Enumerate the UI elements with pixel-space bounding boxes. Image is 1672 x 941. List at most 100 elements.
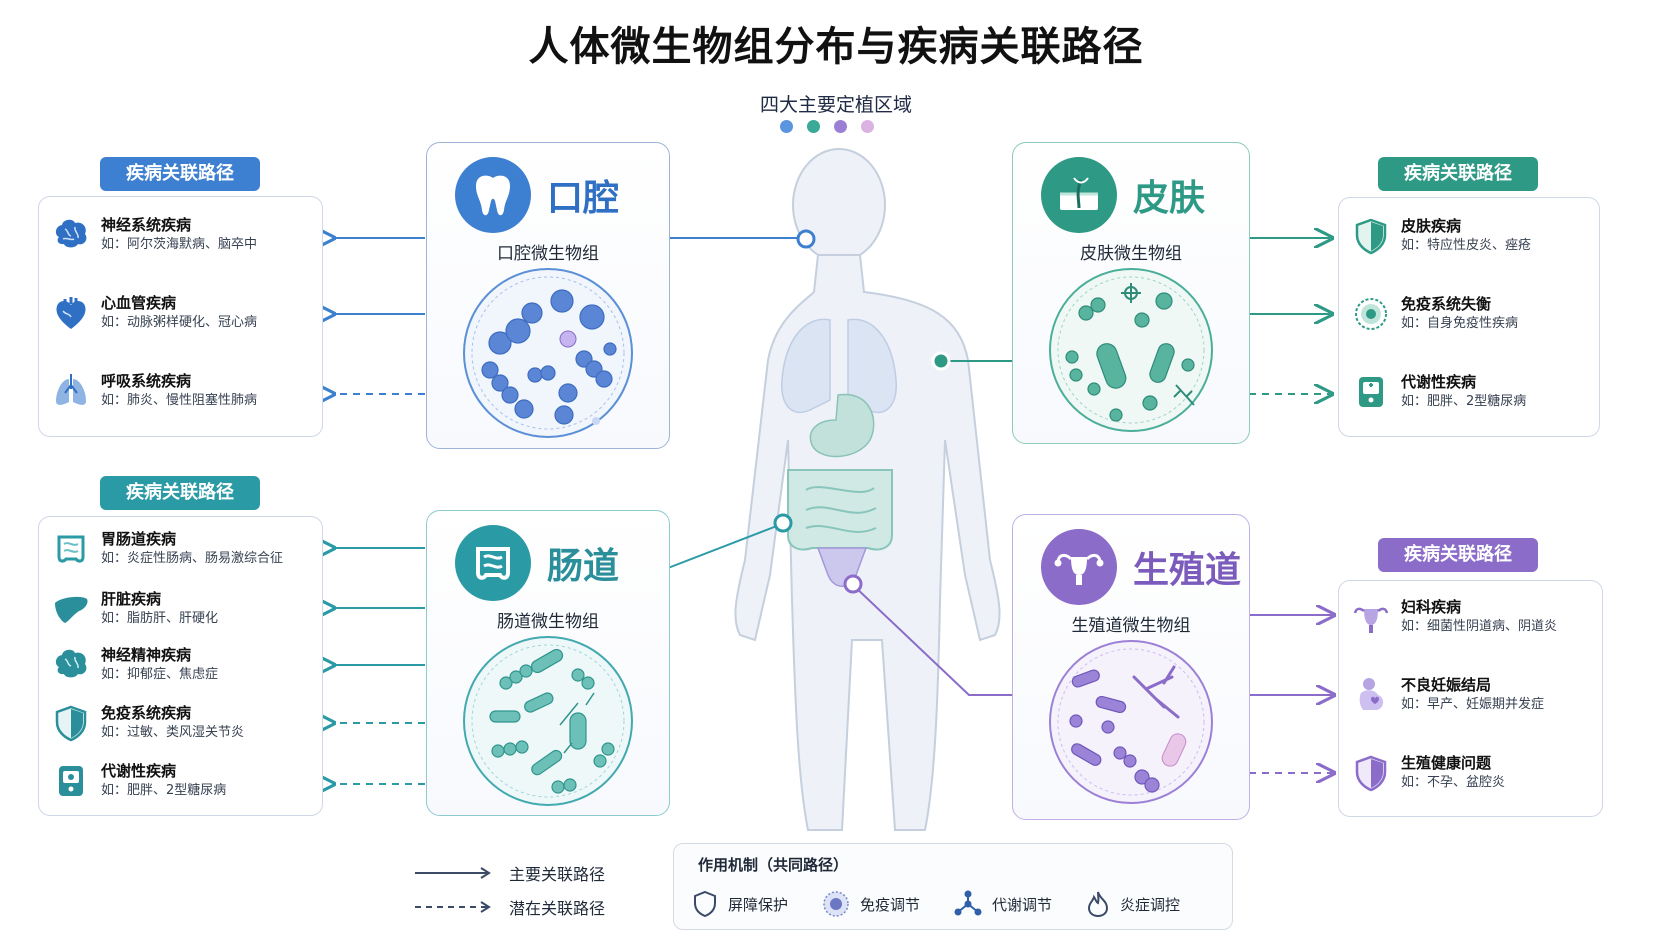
- repro-disease-panel: 妇科疾病如：细菌性阴道病、阴道炎 不良妊娠结局如：早产、妊娠期并发症 生殖健康问…: [1338, 580, 1603, 817]
- disease-name: 胃肠道疾病: [101, 530, 177, 548]
- badge-skin-paths: 疾病关联路径: [1378, 157, 1538, 191]
- disease-name: 妇科疾病: [1401, 598, 1462, 616]
- disease-example: 如：细菌性阴道病、阴道炎: [1401, 619, 1558, 634]
- page-subtitle: 四大主要定植区域: [759, 94, 912, 116]
- disease-item[interactable]: 神经精神疾病如：抑郁症、焦虑症: [51, 645, 218, 685]
- site-subtitle: 生殖道微生物组: [1071, 616, 1191, 636]
- site-subtitle: 口腔微生物组: [497, 244, 599, 264]
- mechanism-item: 代谢调节: [954, 890, 1052, 918]
- mechanism-label: 炎症调控: [1120, 895, 1181, 914]
- shield-icon: [1351, 216, 1391, 256]
- mechanism-label: 屏障保护: [728, 895, 789, 914]
- disease-item[interactable]: 代谢性疾病如：肥胖、2型糖尿病: [51, 761, 226, 801]
- disease-item[interactable]: 免疫系统失衡如：自身免疫性疾病: [1351, 294, 1518, 334]
- disease-example: 如：肺炎、慢性阻塞性肺病: [101, 393, 258, 408]
- dot-repro: [834, 120, 847, 133]
- human-body-figure: [734, 148, 1001, 831]
- disease-example: 如：炎症性肠病、肠易激综合征: [101, 551, 284, 566]
- organs: [781, 318, 897, 587]
- disease-name: 免疫系统疾病: [101, 704, 192, 722]
- badge-gut-paths: 疾病关联路径: [100, 476, 260, 510]
- disease-name: 呼吸系统疾病: [101, 372, 192, 390]
- site-card-reproductive[interactable]: 生殖道 生殖道微生物组: [1012, 514, 1250, 820]
- disease-name: 皮肤疾病: [1401, 217, 1462, 235]
- disease-item[interactable]: 神经系统疾病如：阿尔茨海默病、脑卒中: [51, 215, 257, 255]
- dot-oral: [780, 120, 793, 133]
- disease-item[interactable]: 皮肤疾病如：特应性皮炎、痤疮: [1351, 216, 1531, 256]
- gut-microbe-dish: [463, 636, 633, 806]
- disease-name: 肝脏疾病: [101, 590, 162, 608]
- disease-example: 如：过敏、类风湿关节炎: [101, 725, 245, 740]
- oral-microbe-dish: [463, 268, 633, 438]
- disease-item[interactable]: 肝脏疾病如：脂肪肝、肝硬化: [51, 589, 218, 629]
- site-name: 口腔: [547, 178, 620, 219]
- disease-item[interactable]: 胃肠道疾病如：炎症性肠病、肠易激综合征: [51, 529, 283, 569]
- page-title: 人体微生物组分布与疾病关联路径: [528, 24, 1144, 70]
- disease-name: 生殖健康问题: [1401, 754, 1492, 772]
- disease-example: 如：肥胖、2型糖尿病: [1401, 394, 1527, 409]
- mechanism-item: 免疫调节: [822, 890, 920, 918]
- skin-microbe-dish: [1049, 268, 1213, 432]
- gut-disease-panel: 胃肠道疾病如：炎症性肠病、肠易激综合征 肝脏疾病如：脂肪肝、肝硬化 神经精神疾病…: [38, 516, 323, 816]
- disease-item[interactable]: 生殖健康问题如：不孕、盆腔炎: [1351, 753, 1505, 793]
- skin-disease-panel: 皮肤疾病如：特应性皮炎、痤疮 免疫系统失衡如：自身免疫性疾病 代谢性疾病如：肥胖…: [1338, 197, 1600, 437]
- dot-gut: [861, 120, 874, 133]
- flame-icon: [1088, 891, 1109, 918]
- shield-icon: [1351, 753, 1391, 793]
- mechanism-item: 屏障保护: [692, 890, 788, 918]
- uterus-icon: [1041, 529, 1117, 605]
- legend: 主要关联路径 潜在关联路径: [413, 856, 605, 924]
- site-subtitle: 皮肤微生物组: [1080, 244, 1182, 264]
- disease-name: 不良妊娠结局: [1401, 676, 1492, 694]
- site-card-skin[interactable]: 皮肤 皮肤微生物组: [1012, 142, 1250, 444]
- region-dots: [780, 120, 874, 133]
- solid-arrow-icon: [415, 867, 491, 879]
- immune-cell-icon: [823, 891, 849, 917]
- site-card-gut[interactable]: 肠道 肠道微生物组: [426, 510, 670, 816]
- disease-example: 如：脂肪肝、肝硬化: [101, 611, 219, 626]
- disease-item[interactable]: 妇科疾病如：细菌性阴道病、阴道炎: [1351, 597, 1557, 637]
- disease-name: 心血管疾病: [101, 294, 177, 312]
- site-card-oral[interactable]: 口腔 口腔微生物组: [426, 142, 670, 449]
- legend-potential-label: 潜在关联路径: [509, 899, 606, 918]
- disease-example: 如：肥胖、2型糖尿病: [101, 783, 227, 798]
- disease-example: 如：特应性皮炎、痤疮: [1401, 238, 1532, 253]
- disease-item[interactable]: 呼吸系统疾病如：肺炎、慢性阻塞性肺病: [51, 371, 257, 411]
- heart-icon: [51, 293, 91, 333]
- immune-cell-icon: [1351, 294, 1391, 334]
- badge-oral-paths: 疾病关联路径: [100, 157, 260, 191]
- mechanism-title: 作用机制（共同路径）: [698, 856, 849, 874]
- badge-repro-paths: 疾病关联路径: [1378, 538, 1538, 572]
- dashed-arrow-icon: [415, 901, 491, 913]
- legend-main-path: 主要关联路径: [413, 856, 605, 890]
- lungs-icon: [51, 371, 91, 411]
- glucose-meter-icon: [1351, 372, 1391, 412]
- legend-potential-path: 潜在关联路径: [413, 890, 605, 924]
- disease-example: 如：动脉粥样硬化、冠心病: [101, 315, 258, 330]
- disease-name: 免疫系统失衡: [1401, 295, 1492, 313]
- network-icon: [954, 890, 982, 916]
- uterus-icon: [1351, 597, 1391, 637]
- mechanism-label: 免疫调节: [860, 895, 921, 914]
- disease-name: 代谢性疾病: [1401, 373, 1477, 391]
- disease-item[interactable]: 免疫系统疾病如：过敏、类风湿关节炎: [51, 703, 244, 743]
- disease-item[interactable]: 心血管疾病如：动脉粥样硬化、冠心病: [51, 293, 257, 333]
- mechanism-panel: 作用机制（共同路径） 屏障保护 免疫调节 代谢调节 炎症调控: [673, 843, 1233, 930]
- legend-main-label: 主要关联路径: [509, 865, 606, 884]
- dot-skin: [807, 120, 820, 133]
- disease-example: 如：阿尔茨海默病、脑卒中: [101, 237, 258, 252]
- intestine-icon: [455, 525, 531, 601]
- glucose-meter-icon: [51, 761, 91, 801]
- site-name: 肠道: [547, 546, 620, 587]
- brain-icon: [51, 645, 91, 685]
- hair-follicle-icon: [1041, 157, 1117, 233]
- disease-name: 代谢性疾病: [101, 762, 177, 780]
- mechanism-item: 炎症调控: [1086, 890, 1180, 918]
- disease-example: 如：抑郁症、焦虑症: [101, 667, 219, 682]
- disease-item[interactable]: 代谢性疾病如：肥胖、2型糖尿病: [1351, 372, 1526, 412]
- disease-name: 神经精神疾病: [101, 646, 192, 664]
- mechanism-label: 代谢调节: [992, 895, 1053, 914]
- site-subtitle: 肠道微生物组: [497, 612, 599, 632]
- oral-disease-panel: 神经系统疾病如：阿尔茨海默病、脑卒中 心血管疾病如：动脉粥样硬化、冠心病 呼吸系…: [38, 196, 323, 437]
- disease-item[interactable]: 不良妊娠结局如：早产、妊娠期并发症: [1351, 675, 1544, 715]
